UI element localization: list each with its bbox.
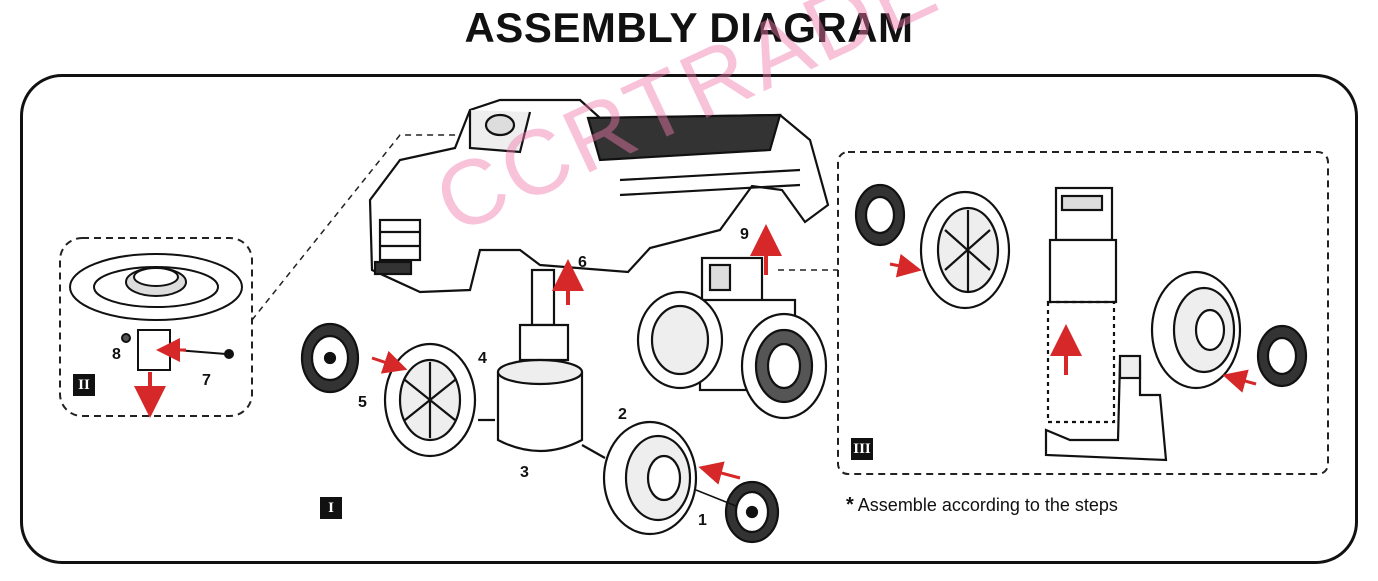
- step-marker-two: II: [73, 374, 95, 396]
- right-rim-part: [724, 480, 780, 544]
- asterisk-icon: *: [846, 494, 854, 516]
- front-column-part: [478, 268, 606, 459]
- truck-body-part: [368, 98, 830, 294]
- rear-right-wheel-part: [1150, 270, 1242, 390]
- part-number-2: 2: [618, 406, 627, 423]
- left-rim-part: [300, 322, 360, 394]
- part-number-6: 6: [578, 254, 587, 271]
- part-number-4: 4: [478, 350, 487, 367]
- part-number-8: 8: [112, 346, 121, 363]
- rear-right-rim-part: [1256, 324, 1308, 388]
- left-wheel-part: [383, 342, 477, 458]
- page-title: ASSEMBLY DIAGRAM: [464, 4, 914, 51]
- diagram-frame: [20, 74, 1358, 564]
- part-number-1: 1: [698, 512, 707, 529]
- step-marker-one: I: [320, 497, 342, 519]
- steering-wheel-part: [69, 253, 243, 371]
- rear-left-wheel-part: [919, 190, 1011, 310]
- part-number-7: 7: [202, 372, 211, 389]
- part-number-5: 5: [358, 394, 367, 411]
- step-three-inset-box: [837, 151, 1329, 475]
- assembly-note-text: Assemble according to the steps: [857, 495, 1118, 515]
- rear-column-part: [1044, 186, 1168, 462]
- part-number-3: 3: [520, 464, 529, 481]
- step-marker-three: III: [851, 438, 873, 460]
- rear-left-rim-part: [854, 183, 906, 247]
- right-wheel-part: [602, 420, 698, 536]
- assembly-note: *Assemble according to the steps: [846, 494, 1118, 517]
- rear-axle-unit: [636, 256, 828, 420]
- part-number-9: 9: [740, 226, 749, 243]
